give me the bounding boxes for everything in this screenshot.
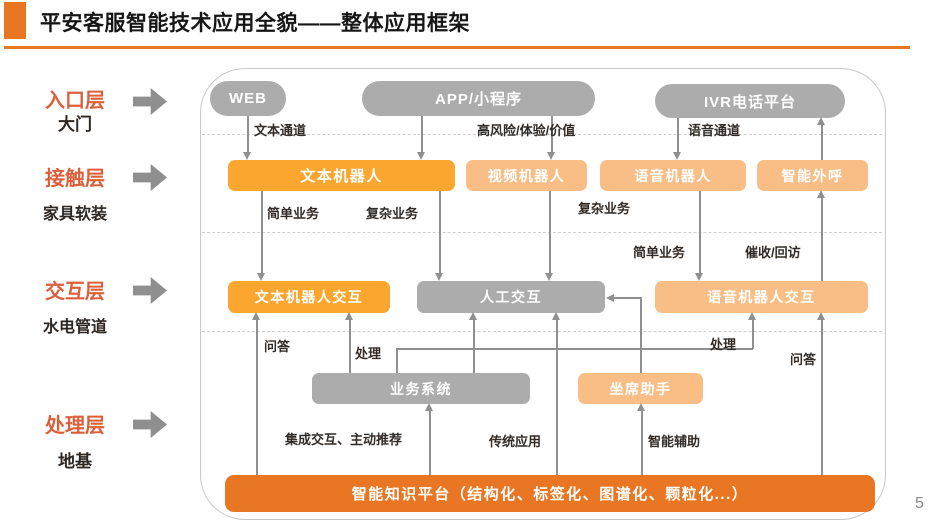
edge-knowledge-to-assistant xyxy=(641,410,643,475)
node-voice-robot-interaction: 语音机器人交互 xyxy=(655,281,868,313)
node-text-robot-interaction: 文本机器人交互 xyxy=(228,281,390,313)
edge-label-process-voice: 处理 xyxy=(710,337,737,352)
edge-label-high-risk-value: 高风险/体验/价值 xyxy=(477,123,576,138)
edge-assistant-to-manual-horizontal xyxy=(613,297,641,299)
node-app: APP/小程序 xyxy=(362,81,595,116)
arrowhead-up-icon xyxy=(748,312,756,320)
layer-metaphor-entry: 大门 xyxy=(58,115,92,134)
page-title: 平安客服智能技术应用全貌——整体应用框架 xyxy=(40,12,470,35)
arrowhead-up-icon xyxy=(345,312,353,320)
edge-label-smart-assist: 智能辅助 xyxy=(648,434,701,449)
edge-knowledge-to-manual xyxy=(556,319,558,475)
edge-business-to-voice-vertical-right xyxy=(752,319,754,349)
edge-knowledge-to-voice-interaction xyxy=(821,319,823,475)
edge-label-simple-biz-voice: 简单业务 xyxy=(633,245,686,260)
edge-app-to-text-robot xyxy=(421,116,423,154)
arrowhead-up-icon xyxy=(817,312,825,320)
arrowhead-down-icon xyxy=(243,152,251,160)
edge-business-to-manual xyxy=(473,319,475,373)
arrow-right-icon xyxy=(133,411,167,438)
node-agent-assistant: 坐席助手 xyxy=(578,373,703,404)
edge-knowledge-to-business xyxy=(429,410,431,475)
edge-web-to-text-robot xyxy=(247,116,249,154)
node-voice-robot: 语音机器人 xyxy=(600,160,746,191)
page-number: 5 xyxy=(915,495,924,512)
edge-video-robot-to-manual xyxy=(549,191,551,274)
arrow-right-icon xyxy=(133,164,167,191)
node-smart-outbound: 智能外呼 xyxy=(757,160,868,191)
arrowhead-down-icon xyxy=(257,273,265,281)
node-ivr: IVR电话平台 xyxy=(655,84,845,118)
arrowhead-down-icon xyxy=(695,273,703,281)
edge-voice-interaction-to-outbound xyxy=(821,197,823,281)
edge-label-collection-callback: 催收/回访 xyxy=(745,245,801,260)
node-business-system: 业务系统 xyxy=(312,373,530,404)
node-manual-interaction: 人工交互 xyxy=(417,281,605,313)
edge-voice-robot-to-voice-interaction xyxy=(699,191,701,274)
edge-label-simple-biz-text: 简单业务 xyxy=(267,206,320,221)
arrowhead-up-icon xyxy=(252,312,260,320)
edge-label-complex-biz-video: 复杂业务 xyxy=(578,201,631,216)
arrowhead-up-icon xyxy=(637,403,645,411)
layer-separator-3 xyxy=(202,331,882,332)
edge-label-complex-biz-text: 复杂业务 xyxy=(366,206,419,221)
edge-business-to-text-interaction xyxy=(349,319,351,373)
arrowhead-up-icon xyxy=(425,403,433,411)
arrowhead-down-icon xyxy=(417,152,425,160)
edge-app-to-video-robot xyxy=(551,116,553,154)
edge-business-to-voice-horizontal xyxy=(396,348,753,350)
layer-metaphor-interaction: 水电管道 xyxy=(42,319,107,336)
edge-text-robot-to-manual xyxy=(439,191,441,274)
node-text-robot: 文本机器人 xyxy=(228,160,455,191)
layer-separator-1 xyxy=(202,134,882,135)
edge-label-traditional-app: 传统应用 xyxy=(489,434,542,449)
edge-label-text-channel: 文本通道 xyxy=(254,123,307,138)
edge-label-qa-voice: 问答 xyxy=(790,352,817,367)
edge-business-to-voice-vertical-left xyxy=(396,349,398,373)
edge-label-voice-channel: 语音通道 xyxy=(688,123,741,138)
arrowhead-down-icon xyxy=(547,152,555,160)
layer-metaphor-processing: 地基 xyxy=(58,452,92,471)
layer-label-processing: 处理层 xyxy=(45,415,105,437)
edge-label-qa-text: 问答 xyxy=(264,339,291,354)
arrowhead-up-icon xyxy=(469,312,477,320)
arrowhead-down-icon xyxy=(435,273,443,281)
arrowhead-up-icon xyxy=(817,190,825,198)
node-knowledge-platform: 智能知识平台（结构化、标签化、图谱化、颗粒化...） xyxy=(225,475,875,512)
layer-separator-2 xyxy=(202,232,882,233)
edge-knowledge-to-text-interaction xyxy=(256,319,258,475)
arrow-right-icon xyxy=(133,277,167,304)
title-accent-bar xyxy=(4,2,26,39)
node-web: WEB xyxy=(210,81,286,116)
edge-ivr-to-voice-robot xyxy=(677,118,679,154)
layer-metaphor-touch: 家具软装 xyxy=(42,206,107,223)
arrowhead-up-icon xyxy=(552,312,560,320)
arrowhead-up-icon xyxy=(817,117,825,125)
arrow-right-icon xyxy=(133,88,167,115)
edge-assistant-to-manual-vertical xyxy=(640,297,642,373)
edge-outbound-to-ivr xyxy=(821,124,823,160)
arrowhead-left-icon xyxy=(606,293,614,302)
layer-label-entry: 入口层 xyxy=(45,90,105,112)
title-underline xyxy=(4,46,910,49)
arrowhead-down-icon xyxy=(545,273,553,281)
layer-label-touch: 接触层 xyxy=(45,168,105,190)
arrowhead-down-icon xyxy=(673,152,681,160)
node-video-robot: 视频机器人 xyxy=(466,160,587,191)
edge-label-process-text: 处理 xyxy=(355,346,382,361)
edge-label-integrated-push: 集成交互、主动推荐 xyxy=(285,432,403,447)
edge-text-robot-to-text-interaction xyxy=(261,191,263,274)
layer-label-interaction: 交互层 xyxy=(45,281,105,303)
